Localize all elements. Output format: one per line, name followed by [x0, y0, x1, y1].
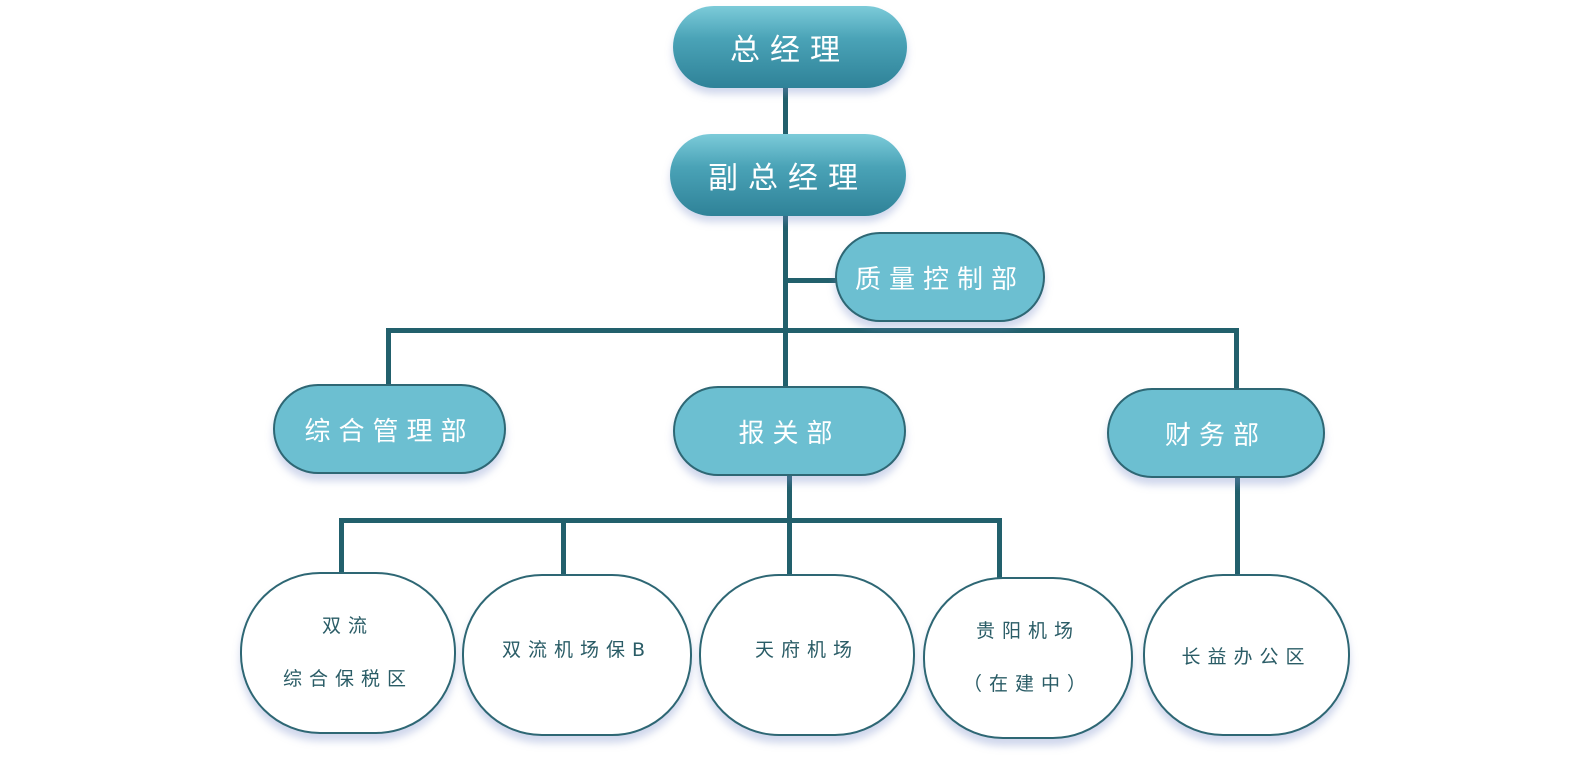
- node-label: 综合管理部: [304, 416, 475, 447]
- connector-leaf4-drop: [997, 518, 1002, 580]
- node-tianfu-airport[interactable]: 天府机场: [699, 574, 915, 736]
- connector-leaf-bar: [339, 518, 1002, 523]
- node-general-manager[interactable]: 总经理: [673, 6, 907, 88]
- node-shuangliu-airport[interactable]: 双流机场保B: [462, 574, 692, 736]
- node-finance[interactable]: 财务部: [1107, 388, 1325, 478]
- node-admin-management[interactable]: 综合管理部: [273, 384, 506, 474]
- connector-customs-down: [787, 474, 792, 522]
- node-label-line1: 双流: [321, 615, 374, 637]
- node-label: 报关部: [738, 418, 841, 449]
- connector-deputy-trunk: [783, 214, 788, 390]
- node-customs[interactable]: 报关部: [673, 386, 906, 476]
- node-shuangliu-bonded-zone[interactable]: 双流 综合保税区: [240, 572, 456, 734]
- connector-admin-drop: [386, 328, 391, 386]
- node-label-line2: （在建中）: [962, 673, 1093, 695]
- connector-leaf3-drop: [787, 518, 792, 576]
- node-label: 质量控制部: [854, 264, 1025, 295]
- node-changyi-office[interactable]: 长益办公区: [1143, 574, 1350, 736]
- node-label: 总经理: [730, 33, 850, 68]
- node-label-line1: 贵阳机场: [975, 620, 1080, 642]
- node-label: 长益办公区: [1181, 645, 1312, 668]
- connector-quality-branch: [783, 278, 838, 283]
- node-label: 财务部: [1164, 420, 1267, 451]
- node-guiyang-airport[interactable]: 贵阳机场 （在建中）: [923, 577, 1133, 739]
- node-label-line2: 综合保税区: [282, 668, 413, 690]
- node-deputy-general-manager[interactable]: 副总经理: [670, 134, 906, 216]
- node-label: 副总经理: [708, 161, 868, 196]
- node-label: 双流机场保B: [501, 638, 653, 661]
- connector-finance-drop: [1234, 328, 1239, 390]
- connector-gm-deputy: [783, 86, 788, 136]
- connector-dept-bar: [386, 328, 1239, 333]
- node-quality-control[interactable]: 质量控制部: [835, 232, 1045, 322]
- connector-leaf1-drop: [339, 518, 344, 574]
- connector-leaf2-drop: [561, 518, 566, 576]
- node-label: 天府机场: [754, 638, 859, 661]
- connector-finance-leaf: [1235, 474, 1240, 576]
